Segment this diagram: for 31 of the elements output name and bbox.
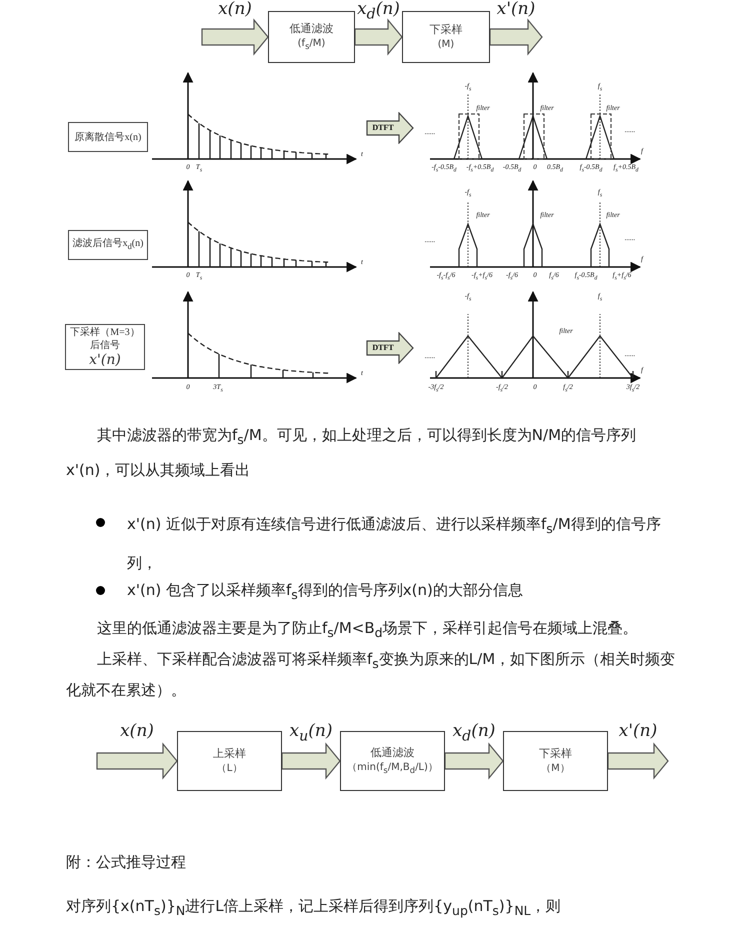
section-heading: 附：公式推导过程 — [66, 852, 187, 873]
paragraph: 其中滤波器的带宽为f$_{s}$/M。可见，如上处理之后，可以得到长度为N/M的信号序列x'(n)，可以从其频域上看出 — [66, 425, 638, 481]
bullet-text: x'(n) 包含了以采样频率f$_{s}$得到的信号序列x(n)的大部分信息 — [127, 580, 524, 604]
process-box: 下采样 (M) — [402, 11, 490, 63]
paragraph: 上采样、下采样配合滤波器可将采样频率f$_{s}$变换为原来的L/M，如下图所示（相关时频变化就不在累述）。 — [66, 649, 676, 701]
process-box: 低通滤波 （min(f$_{s}$/M,B$_{d}$/L)） — [340, 731, 445, 791]
block-arrow — [607, 742, 669, 780]
signal-label-box: 下采样（M=3）后信号 x'(n) — [65, 324, 145, 370]
block-arrow — [444, 742, 504, 780]
bullet-text: x'(n) 近似于对原有连续信号进行低通滤波后、进行以采样频率f$_{s}$/M得到的信号序列， — [127, 514, 662, 574]
edge-label: x'(n) — [496, 0, 536, 19]
edge-label: x(n) — [120, 722, 154, 741]
edge-label: x'(n) — [618, 722, 658, 741]
edge-label: x$_{d}$(n) — [452, 722, 496, 746]
block-arrow — [489, 18, 543, 56]
dtft-arrow: DTFT — [366, 112, 414, 144]
signal-label-box: 原离散信号x(n) — [68, 122, 148, 152]
edge-label: x$_{u}$(n) — [290, 722, 332, 746]
block-arrow — [354, 18, 403, 56]
block-arrow — [96, 742, 178, 780]
block-arrow — [281, 742, 341, 780]
dtft-arrow: DTFT — [366, 332, 414, 364]
edge-label: x(n) — [218, 0, 252, 19]
process-box: 低通滤波 (f$_{s}$/M) — [268, 11, 355, 63]
edge-label: x$_{d}$(n) — [357, 0, 400, 24]
process-box: 上采样 （L） — [177, 731, 282, 791]
process-box: 下采样 （M） — [503, 731, 608, 791]
signal-label-box: 滤波后信号x$_{d}$(n) — [68, 230, 148, 260]
block-arrow — [201, 18, 269, 56]
paragraph: 对序列{x(nT$_{s}$)}$_{N}$进行L倍上采样，记上采样后得到序列{y$_{up}$(nT$_{s}$)}$_{NL}$，则 — [66, 896, 562, 920]
paragraph: 这里的低通滤波器主要是为了防止f$_{s}$/M<B$_{d}$场景下，采样引起信号在频域上混叠。 — [96, 618, 639, 642]
